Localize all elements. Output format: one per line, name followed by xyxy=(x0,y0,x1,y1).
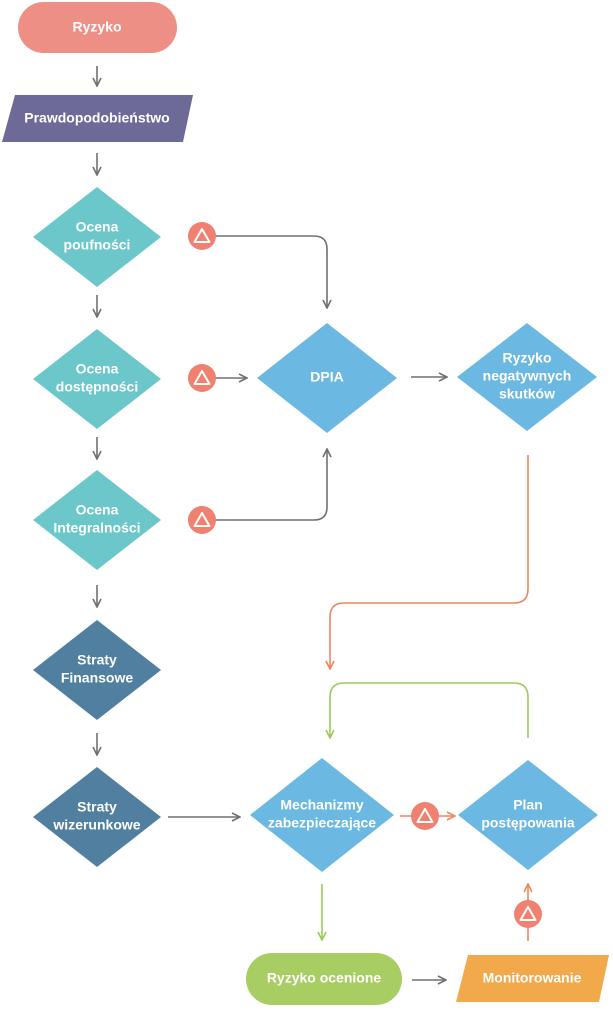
node-ryzyko: Ryzyko xyxy=(18,2,177,53)
node-straty-finansowe: Straty Finansowe xyxy=(33,620,161,720)
warning-triangle-icon xyxy=(514,900,542,928)
node-prawdopodobienstwo: Prawdopodobieństwo xyxy=(2,95,193,142)
node-ocena-poufnosci-line2: poufności xyxy=(64,237,131,253)
node-ocena-dostepnosci-line1: Ocena xyxy=(76,361,119,377)
node-plan-line1: Plan xyxy=(513,797,543,813)
arrow-poufnosci-to-dpia xyxy=(215,235,327,308)
node-ryzyko-label: Ryzyko xyxy=(72,19,121,35)
node-ryzyko-negatywnych-line1: Ryzyko xyxy=(502,350,551,366)
node-ocena-dostepnosci: Ocena dostępności xyxy=(33,329,161,429)
node-straty-finansowe-line2: Finansowe xyxy=(61,670,134,686)
node-mechanizmy-zabezpieczajace: Mechanizmy zabezpieczające xyxy=(250,758,394,872)
node-ryzyko-negatywnych-skutkow: Ryzyko negatywnych skutków xyxy=(457,323,597,431)
node-ryzyko-negatywnych-line3: skutków xyxy=(499,386,555,402)
arrow-integralnosci-to-dpia xyxy=(215,449,327,521)
warning-triangle-icon xyxy=(188,364,216,392)
warning-triangle-icon xyxy=(188,506,216,534)
node-monitorowanie-label: Monitorowanie xyxy=(483,970,582,986)
node-monitorowanie: Monitorowanie xyxy=(456,955,609,1002)
node-dpia: DPIA xyxy=(257,323,397,433)
node-straty-wizerunkowe-line1: Straty xyxy=(77,799,117,815)
arrow-plan-to-mechanizmy-feedback xyxy=(330,682,529,738)
node-mechanizmy-line1: Mechanizmy xyxy=(280,797,363,813)
node-straty-wizerunkowe-line2: wizerunkowe xyxy=(52,817,140,833)
node-straty-finansowe-line1: Straty xyxy=(77,652,117,668)
node-ocena-poufnosci: Ocena poufności xyxy=(33,187,161,287)
node-ocena-integralnosci: Ocena Integralności xyxy=(33,470,161,570)
node-ryzyko-ocenione: Ryzyko ocenione xyxy=(246,953,402,1005)
arrow-ryzyko-negatywnych-to-mechanizmy xyxy=(330,455,529,669)
warning-triangle-icon xyxy=(188,222,216,250)
node-ocena-poufnosci-line1: Ocena xyxy=(76,219,119,235)
node-ryzyko-negatywnych-line2: negatywnych xyxy=(483,368,572,384)
node-plan-postepowania: Plan postępowania xyxy=(458,760,598,870)
node-plan-line2: postępowania xyxy=(481,815,575,831)
node-mechanizmy-line2: zabezpieczające xyxy=(268,815,376,831)
node-dpia-label: DPIA xyxy=(310,369,343,385)
node-straty-wizerunkowe: Straty wizerunkowe xyxy=(33,767,161,867)
node-ocena-dostepnosci-line2: dostępności xyxy=(56,379,138,395)
node-ocena-integralnosci-line1: Ocena xyxy=(76,502,119,518)
node-ryzyko-ocenione-label: Ryzyko ocenione xyxy=(267,970,382,986)
node-prawdopodobienstwo-label: Prawdopodobieństwo xyxy=(24,110,169,126)
node-ocena-integralnosci-line2: Integralności xyxy=(53,520,140,536)
warning-triangle-icon xyxy=(411,802,439,830)
